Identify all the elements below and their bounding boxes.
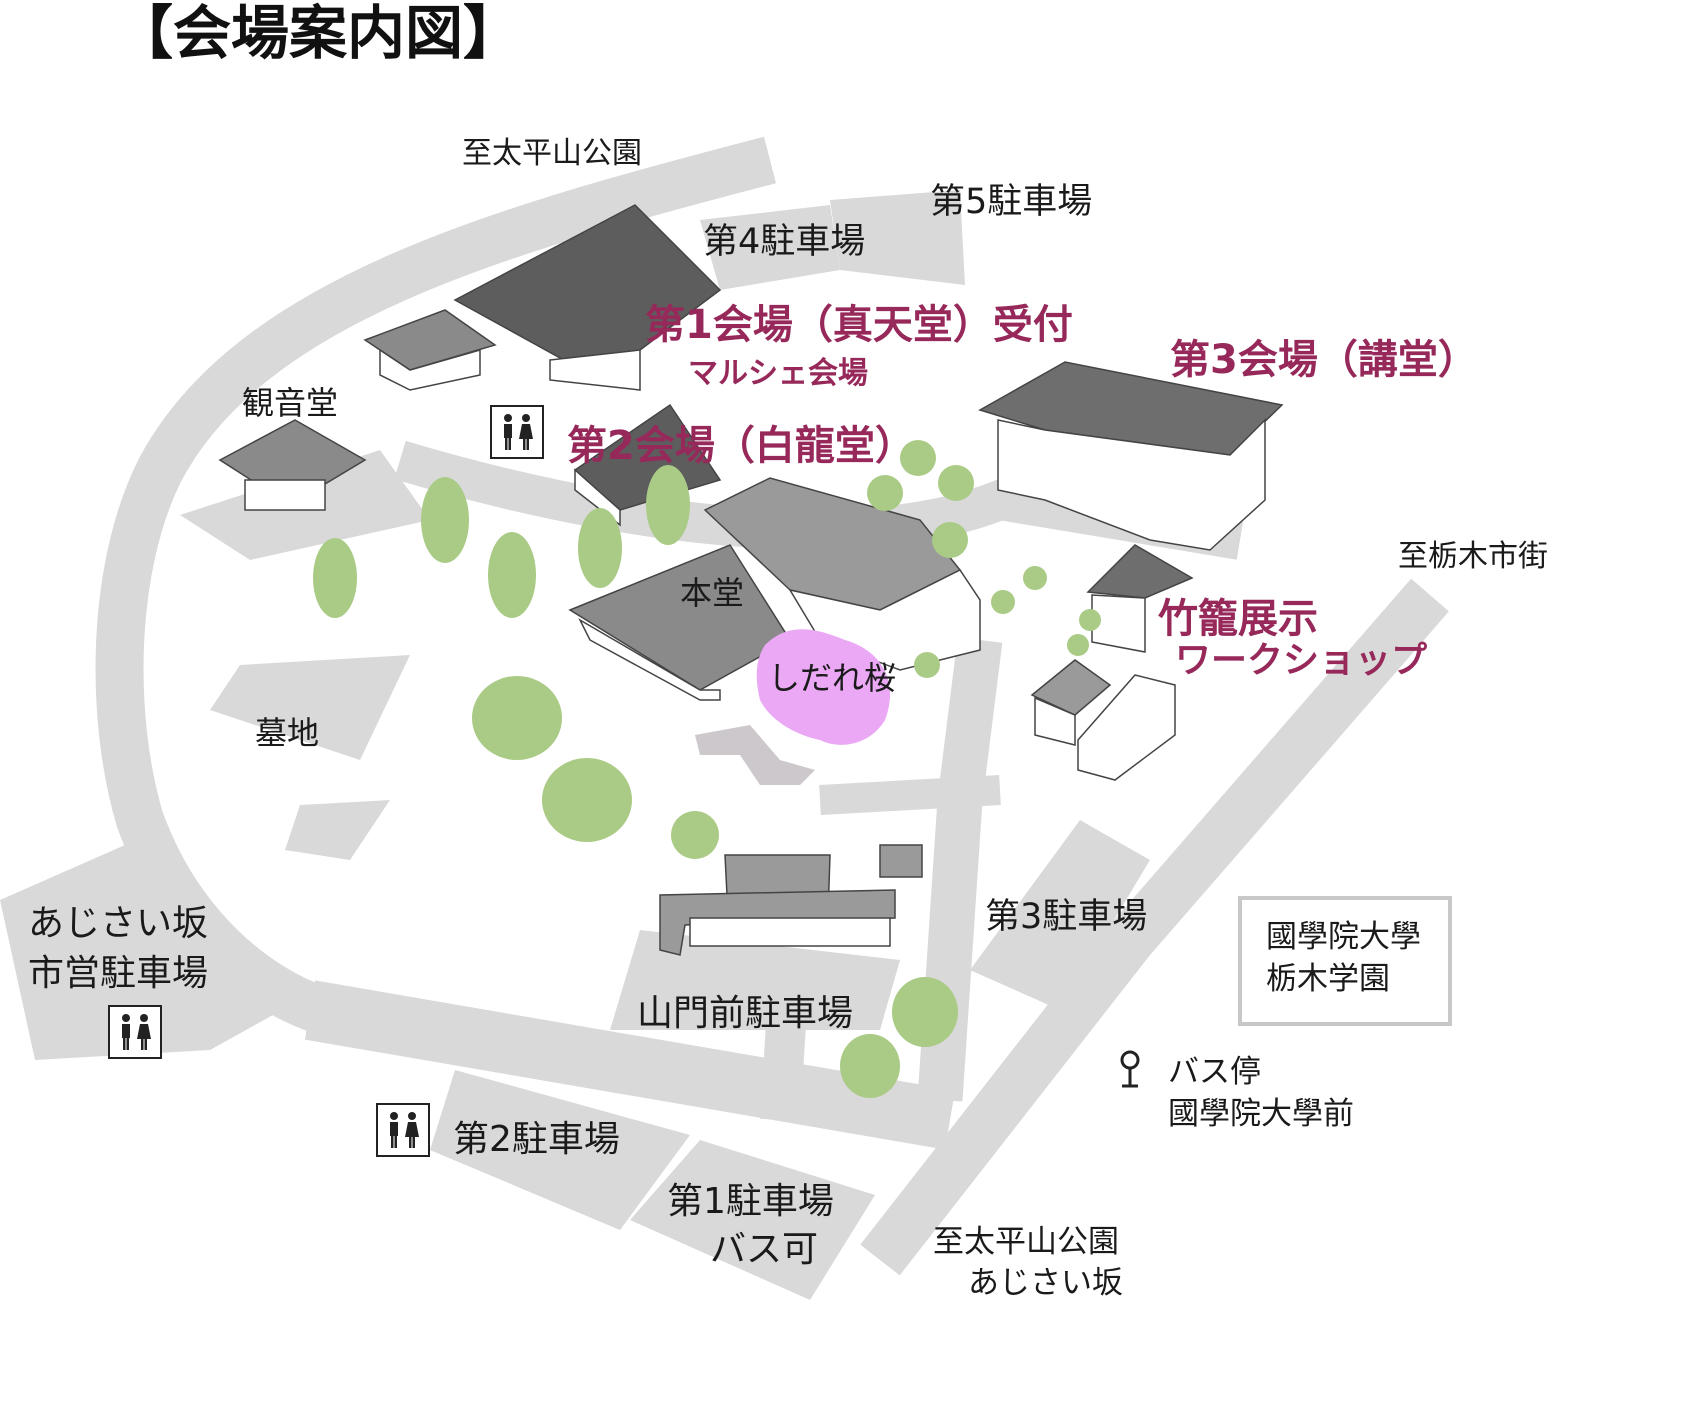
ajisai-label: あじさい坂: [28, 903, 209, 944]
kannondo-label: 観音堂: [242, 384, 339, 422]
bochi-label: 墓地: [255, 714, 320, 752]
tree: [646, 465, 690, 545]
school-name-2: 栃木学園: [1266, 961, 1390, 997]
lot-ajisai: [0, 845, 300, 1060]
lot-sanmon: [610, 930, 900, 1030]
lot-4: [700, 205, 840, 290]
sakura-tree: [756, 629, 891, 745]
tree: [991, 590, 1015, 614]
tree: [900, 440, 936, 476]
trees: [313, 440, 1101, 1098]
lot-2: [430, 1070, 690, 1230]
direction-east: 至栃木市街: [1398, 539, 1548, 574]
direction-top: 至太平山公園: [462, 136, 642, 171]
hall2-label: 第2会場（白龍堂）: [567, 423, 915, 469]
bamboo-roof: [1086, 544, 1194, 599]
tree: [472, 676, 562, 760]
direction-south-2: あじさい坂: [968, 1265, 1123, 1301]
tree: [867, 475, 903, 511]
kannondo-wall: [244, 479, 326, 511]
tree: [932, 522, 968, 558]
hall2-wall: [574, 468, 621, 527]
sanmon-parking: 山門前駐車場: [637, 993, 854, 1034]
hondo-wall: [578, 618, 721, 701]
hall3-label: 第3会場（講堂）: [1170, 337, 1478, 383]
lot-5: [830, 190, 965, 285]
east-road: [860, 578, 1449, 1276]
tree: [488, 532, 536, 618]
buildings: [218, 204, 1284, 956]
toilet-icon: [376, 1103, 430, 1157]
parking-1: 第1駐車場: [667, 1181, 834, 1222]
cross-road: [819, 775, 1001, 815]
tree: [313, 538, 357, 618]
toilet-icon: [490, 405, 544, 459]
bus-stop-label: バス停: [1168, 1054, 1261, 1090]
parking-2: 第2駐車場: [453, 1119, 620, 1160]
direction-south-1: 至太平山公園: [933, 1224, 1119, 1260]
bell-tower: [879, 844, 923, 878]
area-sw: [285, 800, 390, 860]
parking-4: 第4駐車場: [703, 222, 866, 262]
map-title: 【会場案内図】: [115, 0, 522, 67]
pond: [695, 725, 815, 785]
hall1-label: 第1会場（真天堂）受付: [645, 302, 1073, 348]
parking-1-bus-ok: バス可: [710, 1229, 819, 1270]
tree: [542, 758, 632, 842]
south-road: [304, 980, 956, 1150]
bamboo-label: 竹籠展示: [1158, 596, 1318, 642]
tree: [578, 508, 622, 588]
tree: [892, 977, 958, 1047]
tree: [1023, 566, 1047, 590]
marche-label: マルシェ会場: [688, 356, 868, 391]
long-shed: [1077, 674, 1176, 781]
tree: [840, 1034, 900, 1098]
tree: [421, 477, 469, 563]
tree: [1079, 609, 1101, 631]
hall1-wall: [549, 349, 641, 391]
parking-5: 第5駐車場: [930, 182, 1093, 222]
bus-stop-name: 國學院大學前: [1168, 1096, 1354, 1132]
municipal-parking-label: 市営駐車場: [28, 953, 209, 994]
school-box: 國學院大學 栃木学園: [1238, 896, 1452, 1026]
workshop-label: ワークショップ: [1175, 640, 1428, 681]
shed-wall: [1034, 696, 1076, 746]
hondo-label: 本堂: [680, 574, 745, 612]
lot-1: [630, 1140, 875, 1300]
sanmon-wings: [659, 889, 896, 956]
bochi-area: [210, 655, 410, 760]
tree: [671, 811, 719, 859]
school-name-1: 國學院大學: [1266, 919, 1421, 955]
sakura-label: しだれ桜: [768, 659, 897, 697]
tree: [1067, 634, 1089, 656]
small-building-wall: [379, 348, 481, 391]
lot-3: [970, 820, 1150, 1010]
tree: [938, 465, 974, 501]
sanmon-wall: [689, 917, 891, 947]
hall3-wall: [997, 418, 1266, 551]
bus-stop-pin-icon: [1120, 1050, 1140, 1088]
tree: [914, 652, 940, 678]
parking-3: 第3駐車場: [985, 897, 1148, 937]
toilet-icon: [108, 1005, 162, 1059]
